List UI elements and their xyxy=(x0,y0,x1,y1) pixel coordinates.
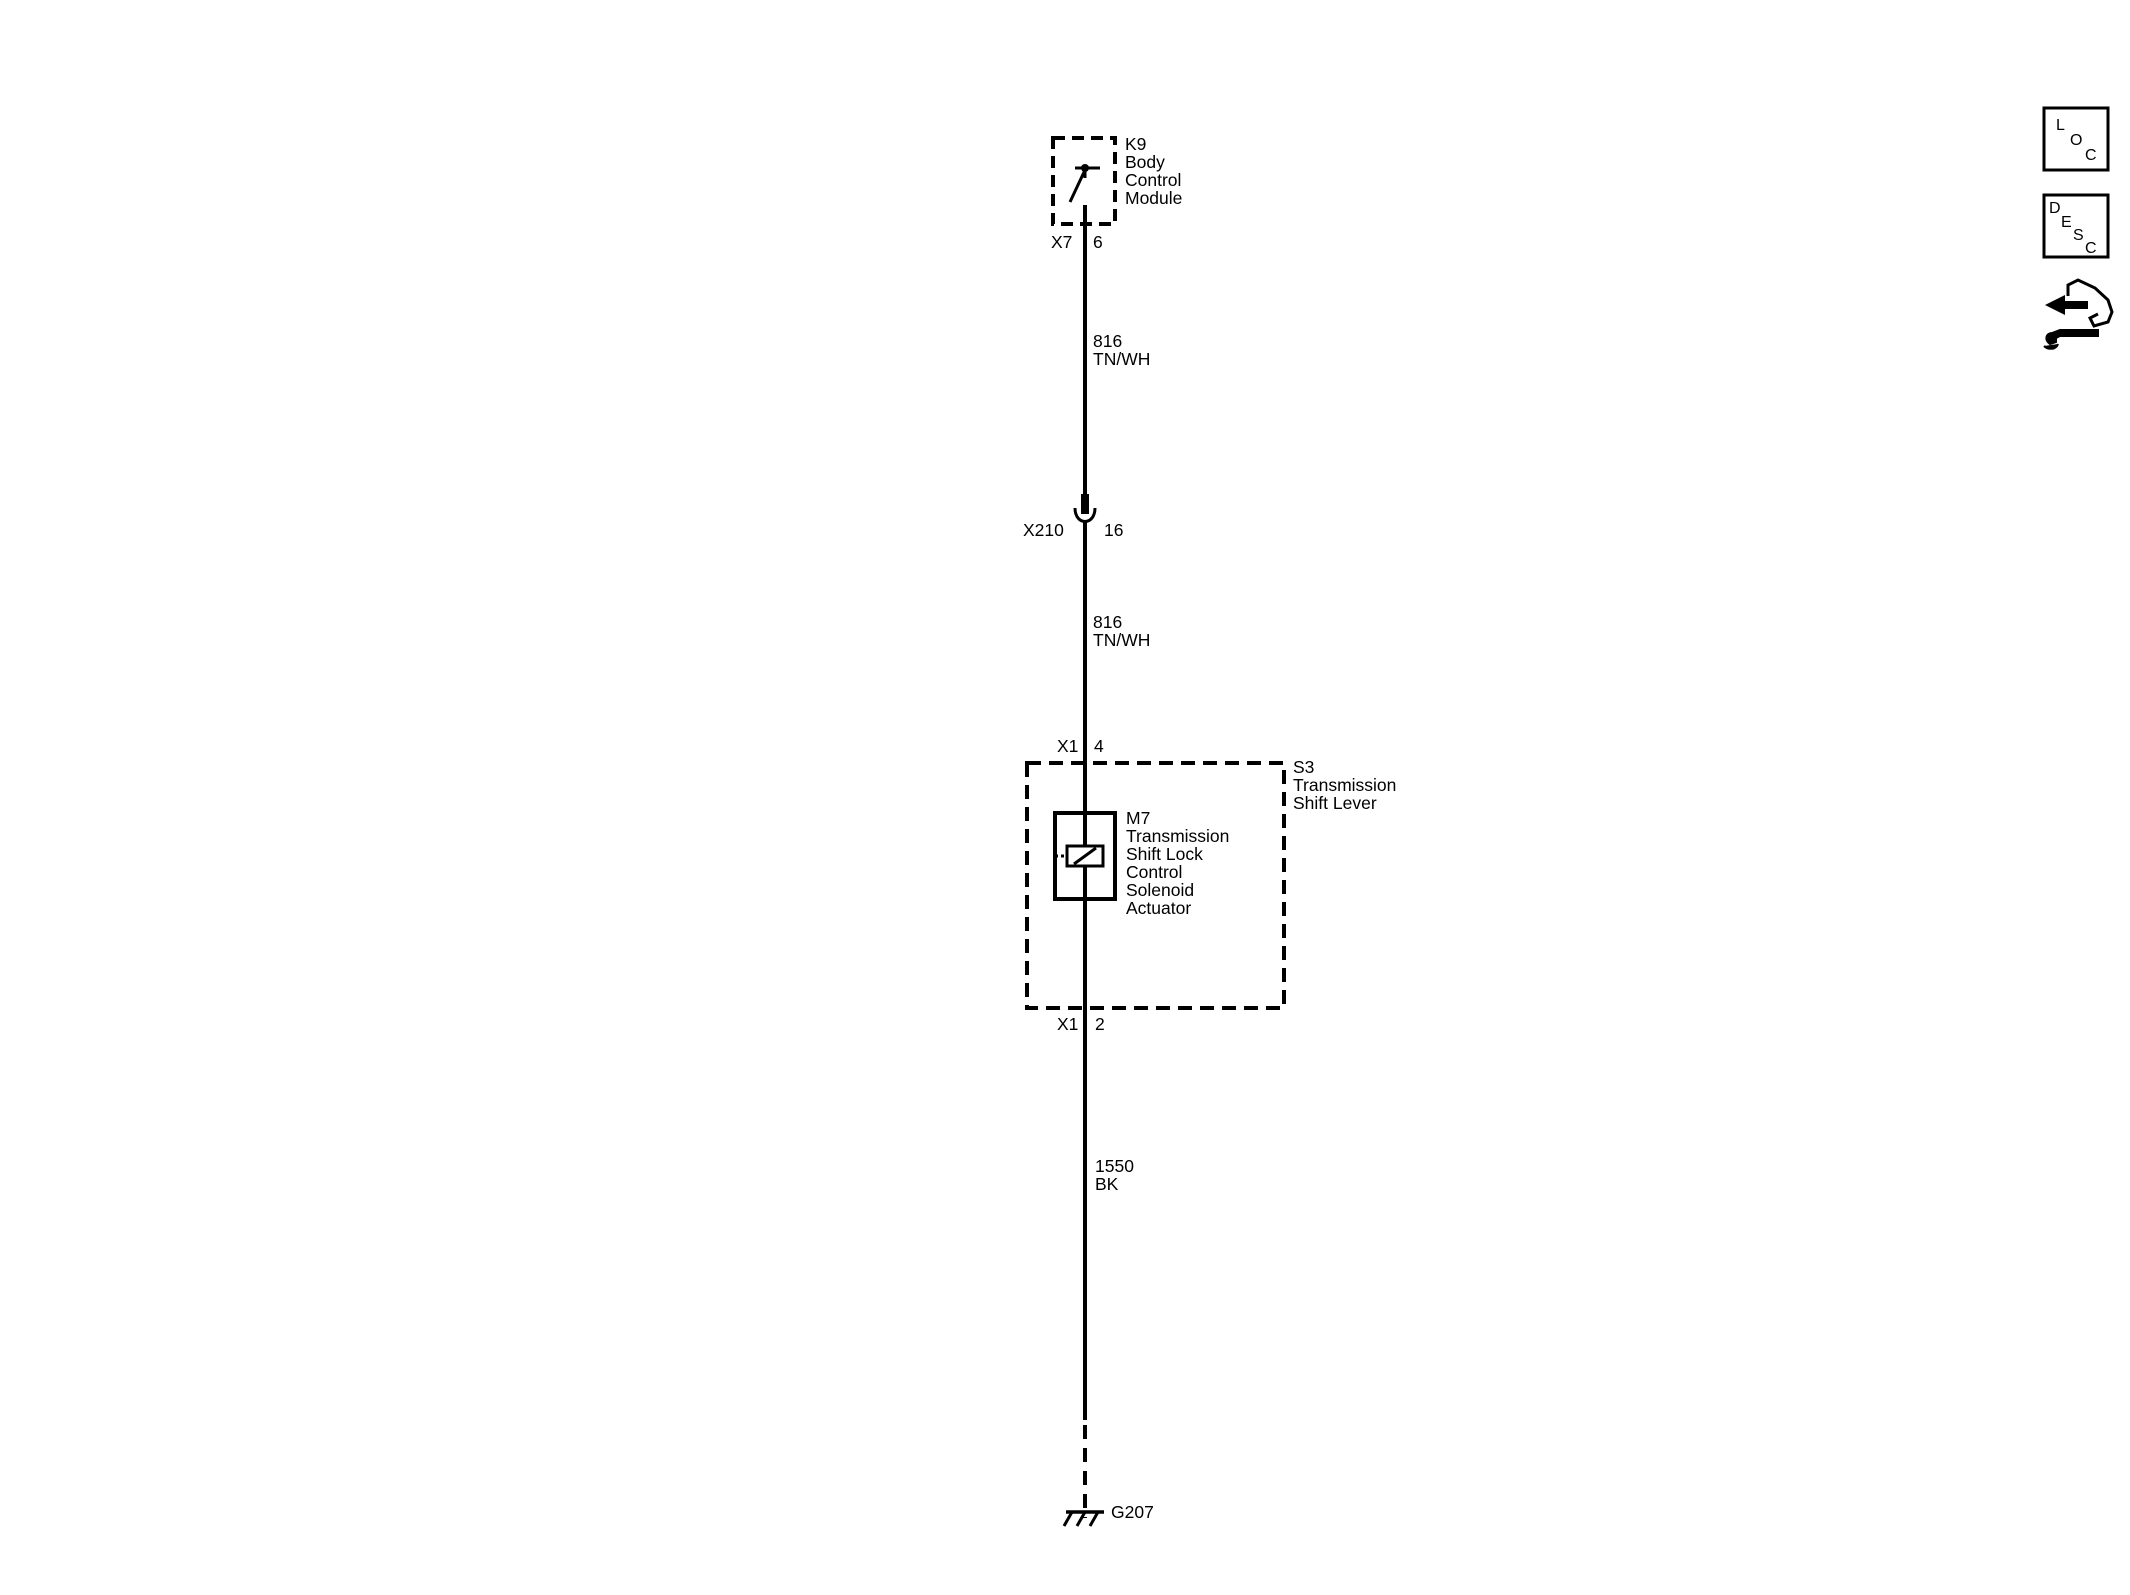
k9-body-control-module[interactable]: K9 Body Control Module xyxy=(1051,134,1182,226)
desc-icon-c: C xyxy=(2085,240,2097,257)
ground-id: G207 xyxy=(1111,1502,1154,1522)
loc-icon[interactable]: L O C xyxy=(2042,106,2110,172)
loc-icon-c: C xyxy=(2085,147,2097,164)
s3-id: S3 xyxy=(1293,757,1314,777)
desc-icon-s: S xyxy=(2073,227,2084,244)
s3-bottom-connector-pin: 2 xyxy=(1095,1014,1105,1034)
k9-connector-pin: 6 xyxy=(1093,232,1103,252)
m7-shift-lock-solenoid[interactable]: M7 Transmission Shift Lock Control Solen… xyxy=(1053,808,1229,918)
m7-coil-slash xyxy=(1073,846,1097,866)
ground-hatch-1 xyxy=(1062,1511,1074,1527)
ground-hatch-2 xyxy=(1075,1511,1087,1527)
wire3-circuit: 1550 xyxy=(1095,1156,1134,1176)
s3-bottom-connector-name: X1 xyxy=(1057,1014,1078,1034)
x210-connector-pin: 16 xyxy=(1104,520,1123,540)
wire1-circuit: 816 xyxy=(1093,331,1122,351)
wire2-color: TN/WH xyxy=(1093,630,1150,650)
x210-male-pin xyxy=(1081,494,1089,514)
service-wrench xyxy=(2043,329,2099,350)
desc-icon-frame xyxy=(2042,193,2110,259)
m7-name-line1: Transmission xyxy=(1126,826,1229,846)
m7-id: M7 xyxy=(1126,808,1150,828)
k9-switch-arm xyxy=(1068,169,1087,203)
ground-hatch-3 xyxy=(1088,1511,1100,1527)
k9-connector-name: X7 xyxy=(1051,232,1072,252)
m7-name-line3: Control xyxy=(1126,862,1182,882)
g207-ground[interactable]: G207 xyxy=(1062,1502,1154,1527)
s3-top-connector-pin: 4 xyxy=(1094,736,1104,756)
x210-connector-name: X210 xyxy=(1023,520,1064,540)
loc-icon-l: L xyxy=(2056,117,2065,134)
k9-id: K9 xyxy=(1125,134,1146,154)
m7-name-line2: Shift Lock xyxy=(1126,844,1203,864)
k9-name-line3: Module xyxy=(1125,188,1182,208)
desc-icon-d: D xyxy=(2049,200,2061,217)
s3-name-line2: Shift Lever xyxy=(1293,793,1377,813)
wire3-color: BK xyxy=(1095,1174,1119,1194)
x210-inline-connector[interactable] xyxy=(1073,494,1097,523)
service-arrow xyxy=(2045,295,2088,315)
k9-name-line1: Body xyxy=(1125,152,1165,172)
s3-transmission-shift-lever[interactable]: S3 Transmission Shift Lever xyxy=(1025,757,1396,1010)
k9-name-line2: Control xyxy=(1125,170,1181,190)
s3-name-line1: Transmission xyxy=(1293,775,1396,795)
m7-name-line5: Actuator xyxy=(1126,898,1191,918)
s3-dashed-outline xyxy=(1025,761,1286,1010)
desc-icon-e: E xyxy=(2061,214,2072,231)
s3-top-connector-name: X1 xyxy=(1057,736,1078,756)
desc-icon[interactable]: D E S C xyxy=(2042,193,2110,259)
service-hand-outline xyxy=(2066,278,2114,328)
m7-name-line4: Solenoid xyxy=(1126,880,1194,900)
service-procedure-icon[interactable] xyxy=(2043,278,2114,350)
loc-icon-frame xyxy=(2042,106,2110,172)
wire2-circuit: 816 xyxy=(1093,612,1122,632)
wire1-color: TN/WH xyxy=(1093,349,1150,369)
loc-icon-o: O xyxy=(2070,132,2082,149)
